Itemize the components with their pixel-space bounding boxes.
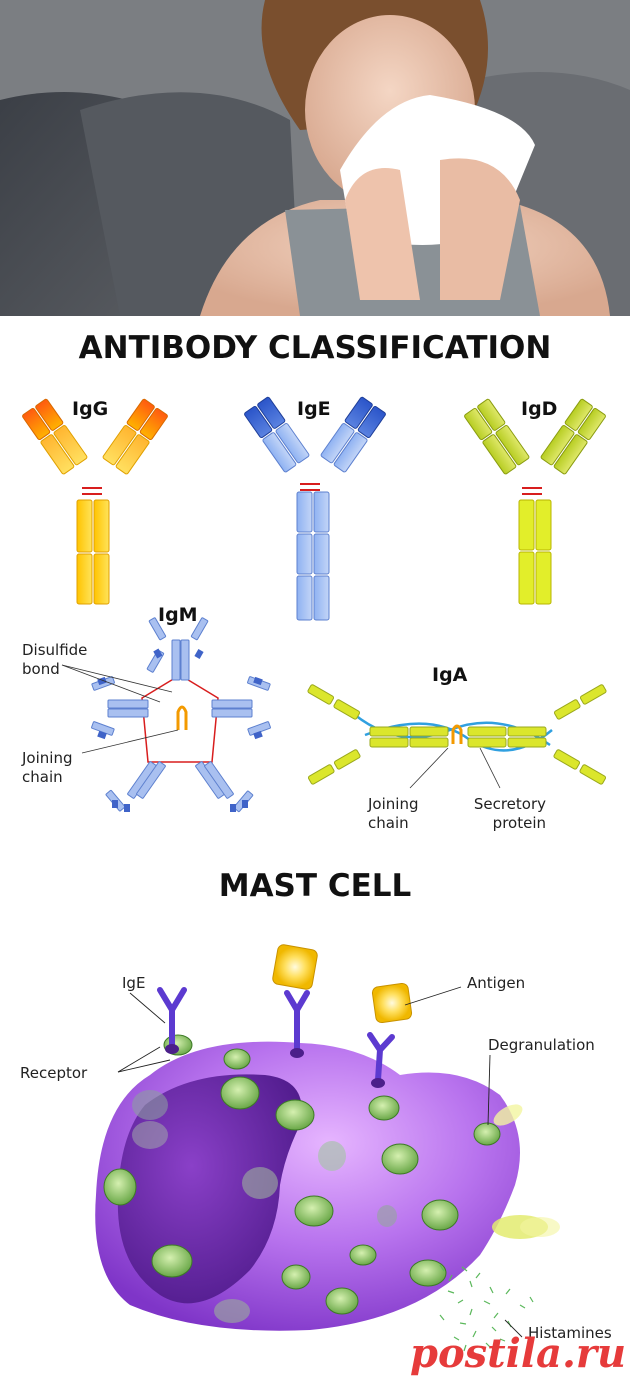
postila-watermark: postila.ru bbox=[410, 1330, 625, 1377]
igd-label: IgD bbox=[521, 398, 558, 420]
sneezing-woman-photo bbox=[0, 0, 630, 316]
granules bbox=[103, 1034, 501, 1323]
receptor-label: Receptor bbox=[20, 1064, 88, 1082]
antibody-classification-title: ANTIBODY CLASSIFICATION bbox=[78, 330, 552, 366]
igg-structure bbox=[22, 398, 168, 605]
igm-structure bbox=[61, 617, 271, 813]
igm-label: IgM bbox=[158, 604, 198, 626]
ige-structure bbox=[244, 396, 386, 621]
mast-cell-title: MAST CELL bbox=[218, 868, 412, 904]
iga-joining-chain-label: Joining chain bbox=[368, 795, 419, 832]
iga-structure bbox=[307, 684, 607, 789]
histamines-label: Histamines bbox=[528, 1324, 612, 1342]
degranulation-burst bbox=[492, 1104, 560, 1239]
antibody-diagram bbox=[22, 396, 607, 813]
igd-structure bbox=[464, 398, 606, 605]
iga-label: IgA bbox=[432, 664, 468, 686]
degranulation-label: Degranulation bbox=[488, 1036, 595, 1054]
secretory-protein-label: Secretory protein bbox=[473, 795, 546, 832]
ige-label: IgE bbox=[297, 398, 331, 420]
ige-receptors bbox=[157, 987, 395, 1088]
igm-joining-chain-label: Joining chain bbox=[22, 749, 73, 786]
disulfide-bond-label: Disulfide bond bbox=[22, 641, 88, 678]
antigens bbox=[272, 944, 413, 1024]
ige-label-mast: IgE bbox=[122, 974, 146, 992]
igg-label: IgG bbox=[72, 398, 109, 420]
mast-cell-diagram bbox=[95, 944, 560, 1352]
header-photo bbox=[0, 0, 630, 316]
antigen-label: Antigen bbox=[467, 974, 526, 992]
